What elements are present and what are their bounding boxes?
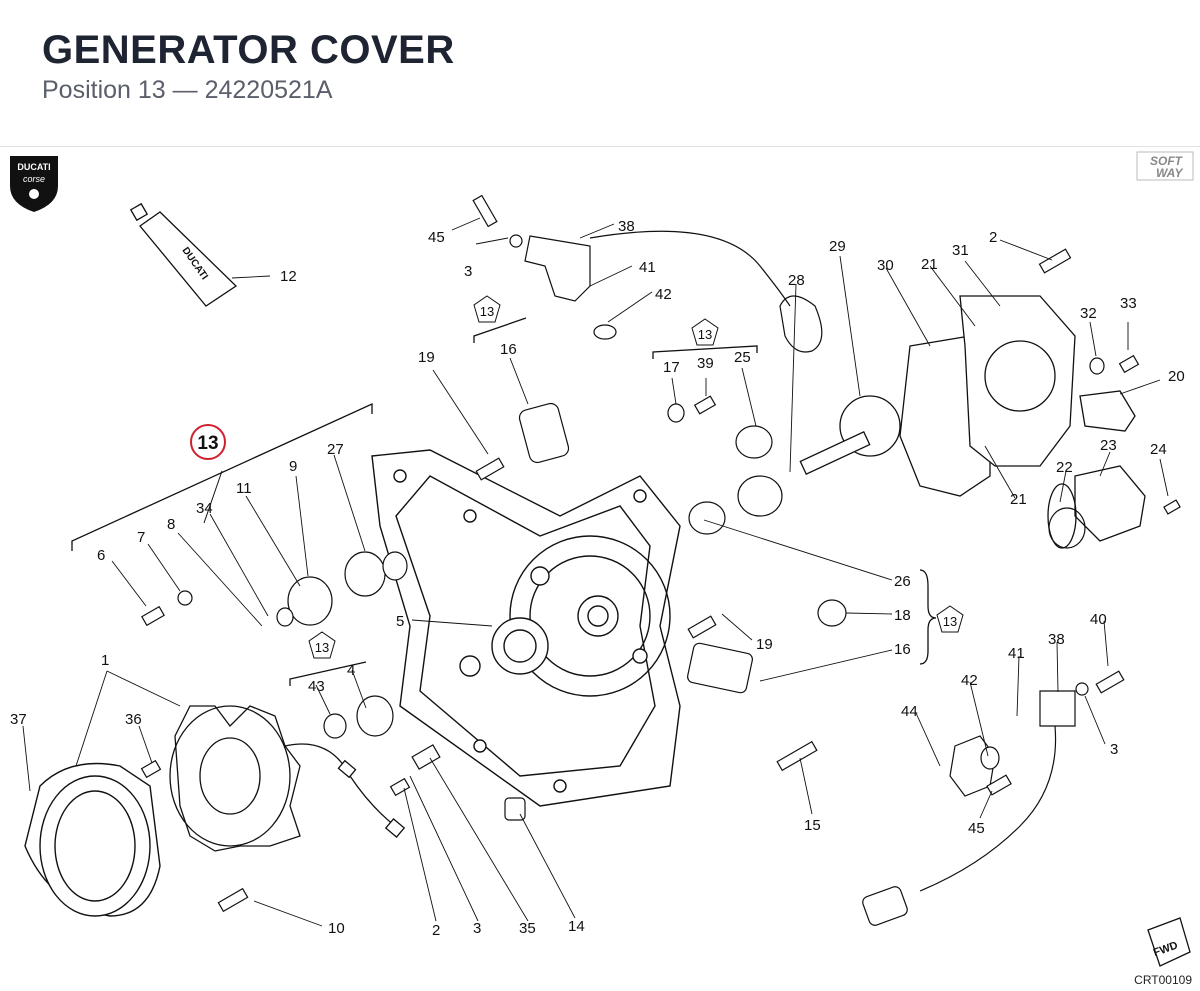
callout-label: 41 xyxy=(639,259,656,276)
bolts xyxy=(140,194,1181,913)
generator-cover-body xyxy=(371,449,681,807)
fwd-arrow-icon: FWD xyxy=(1147,917,1191,967)
callout-label: 2 xyxy=(432,922,440,939)
callout-label: 22 xyxy=(1056,459,1073,476)
callout-label: 45 xyxy=(428,229,445,246)
callout-label: 21 xyxy=(1010,491,1027,508)
pentagon-tag-label: 13 xyxy=(315,640,329,655)
callout-label: 37 xyxy=(10,711,27,728)
exploded-parts-diagram: DUCATI corse SOFT WAY DUCATI xyxy=(0,146,1200,991)
callout-label: 1 xyxy=(101,652,109,669)
callout-label: 11 xyxy=(236,480,252,497)
callout-label: 24 xyxy=(1150,441,1167,458)
callout-label: 4 xyxy=(347,662,355,679)
highlight-position-13: 13 xyxy=(190,424,226,460)
callout-label: 35 xyxy=(519,920,536,937)
softway-logo: SOFT WAY xyxy=(1136,151,1194,181)
callout-label: 6 xyxy=(97,547,105,564)
callout-label: 41 xyxy=(1008,645,1025,662)
logo-text-ducati: DUCATI xyxy=(17,162,50,172)
callout-label: 31 xyxy=(952,242,969,259)
drawing-code: CRT00109 xyxy=(1134,973,1192,987)
sealant-tube-part-12: DUCATI xyxy=(129,202,238,307)
callout-label: 36 xyxy=(125,711,142,728)
callout-label: 40 xyxy=(1090,611,1107,628)
leader-lines xyxy=(22,217,1169,927)
callout-label: 20 xyxy=(1168,368,1185,385)
callout-label: 42 xyxy=(961,672,978,689)
pentagon-tag-label: 13 xyxy=(480,304,494,319)
callout-label: 26 xyxy=(894,573,911,590)
small-parts xyxy=(177,230,1105,926)
callout-label: 42 xyxy=(655,286,672,303)
ducati-corse-logo: DUCATI corse xyxy=(10,156,58,212)
group-brackets xyxy=(71,317,937,686)
callout-label: 19 xyxy=(756,636,773,653)
callout-label: 18 xyxy=(894,607,911,624)
callout-label: 43 xyxy=(308,678,325,695)
callout-label: 23 xyxy=(1100,437,1117,454)
callout-label: 44 xyxy=(901,703,918,720)
callout-label: 15 xyxy=(804,817,821,834)
callout-label: 12 xyxy=(280,268,297,285)
callout-label: 32 xyxy=(1080,305,1097,322)
softway-text-2: WAY xyxy=(1156,166,1183,180)
callout-labels: 45 3 38 41 42 12 16 19 17 39 25 28 29 30… xyxy=(10,218,1185,939)
callout-label: 17 xyxy=(663,359,680,376)
callout-label: 9 xyxy=(289,458,297,475)
callout-label: 30 xyxy=(877,257,894,274)
callout-label: 10 xyxy=(328,920,345,937)
callout-label: 3 xyxy=(473,920,481,937)
callout-label: 3 xyxy=(464,263,472,280)
callout-label: 29 xyxy=(829,238,846,255)
pentagon-tag-label: 13 xyxy=(698,327,712,342)
water-pump-assembly xyxy=(799,295,1146,549)
callout-label: 19 xyxy=(418,349,435,366)
pentagon-tag-1: 13 xyxy=(473,295,501,323)
callout-label: 45 xyxy=(968,820,985,837)
callout-label: 5 xyxy=(396,613,404,630)
softway-text-1: SOFT xyxy=(1150,154,1184,168)
callout-label: 14 xyxy=(568,918,585,935)
flywheel-part-37 xyxy=(24,762,161,917)
callout-label: 3 xyxy=(1110,741,1118,758)
callout-label: 8 xyxy=(167,516,175,533)
callout-label: 33 xyxy=(1120,295,1137,312)
diagram-canvas: DUCATI corse SOFT WAY DUCATI xyxy=(10,151,1194,967)
callout-label: 2 xyxy=(989,229,997,246)
callout-label: 7 xyxy=(137,529,145,546)
page-subtitle: Position 13 — 24220521A xyxy=(42,76,333,104)
callout-label: 38 xyxy=(1048,631,1065,648)
callout-label: 28 xyxy=(788,272,805,289)
page-title: GENERATOR COVER xyxy=(42,28,455,72)
pentagon-tag-label: 13 xyxy=(943,614,957,629)
callout-label: 27 xyxy=(327,441,344,458)
callout-label: 21 xyxy=(921,256,938,273)
callout-label: 38 xyxy=(618,218,635,235)
highlight-position-label: 13 xyxy=(197,433,218,454)
callout-label: 34 xyxy=(196,500,213,517)
pentagon-tag-3: 13 xyxy=(308,631,336,659)
page-header: GENERATOR COVER Position 13 — 24220521A xyxy=(0,0,1200,147)
callout-label: 39 xyxy=(697,355,714,372)
callout-label: 16 xyxy=(894,641,911,658)
pentagon-tag-2: 13 xyxy=(691,318,719,346)
stator-part-1 xyxy=(169,705,406,852)
logo-text-corse: corse xyxy=(23,174,45,184)
callout-label: 16 xyxy=(500,341,517,358)
callout-label: 25 xyxy=(734,349,751,366)
pentagon-tag-4: 13 xyxy=(936,605,964,633)
